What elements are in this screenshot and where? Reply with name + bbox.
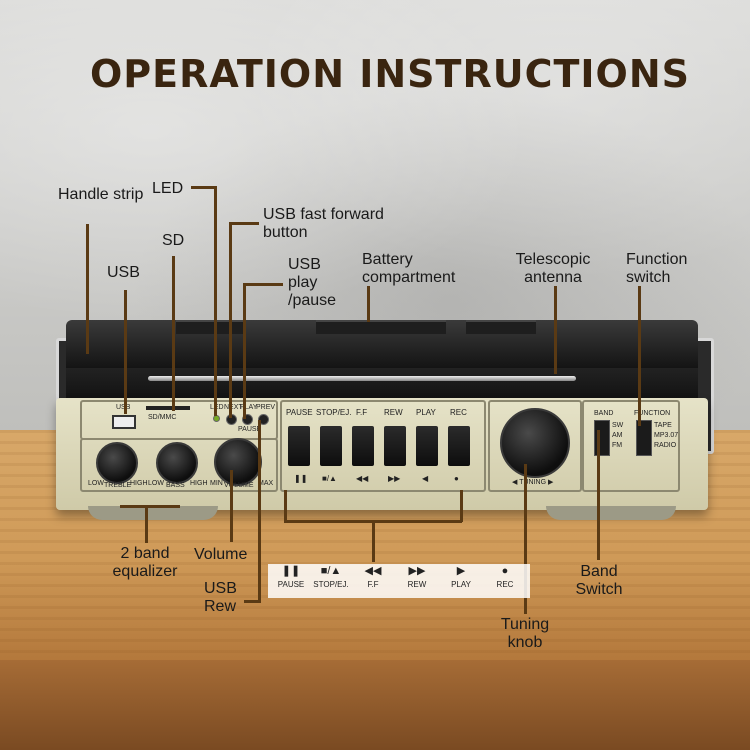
stop-eject-icon: ■/▲: [320, 565, 342, 577]
fast-forward-key[interactable]: [352, 426, 374, 466]
usb-play-pause-button[interactable]: [242, 414, 253, 425]
usb-prev-button[interactable]: [258, 414, 269, 425]
treble-knob[interactable]: [96, 442, 138, 484]
callout-line-battery: [367, 286, 370, 322]
legend-fast-forward: ◀◀ F.F: [348, 564, 398, 592]
radio-top: [66, 320, 698, 368]
record-icon: ●: [501, 565, 509, 577]
play-key[interactable]: [416, 426, 438, 466]
callout-line-equalizer: [120, 505, 180, 508]
tape-control-legend: ❚❚ PAUSE ■/▲ STOP/EJ. ◀◀ F.F ▶▶ REW ▶ PL…: [268, 564, 530, 598]
label-usb-play-pause: USB play /pause: [288, 256, 337, 309]
label-volume: Volume: [194, 546, 248, 563]
tuning-knob[interactable]: [500, 408, 570, 478]
label-usb-fast-forward: USB fast forward button: [263, 206, 384, 241]
callout-line-handle: [86, 224, 89, 354]
function-switch[interactable]: [636, 420, 652, 456]
volume-knob[interactable]: [214, 438, 262, 486]
label-function-switch: Function switch: [626, 251, 688, 286]
play-icon: ▶: [456, 565, 466, 577]
tape-key-panel: PAUSE STOP/EJ. F.F REW PLAY REC ❚❚ ■/▲ ◀…: [280, 400, 486, 492]
callout-line-usb: [124, 290, 127, 414]
label-sd: SD: [162, 232, 185, 249]
sd-slot-label: SD/MMC: [148, 414, 177, 421]
stop-eject-key[interactable]: [320, 426, 342, 466]
fast-forward-icon: ◀◀: [364, 565, 382, 577]
telescopic-antenna: [148, 376, 576, 381]
usb-port-label: USB: [116, 404, 130, 411]
radio-cassette-player: USB SD/MMC LED NEXT PLAY PREV PAUSE LOW …: [48, 320, 716, 520]
label-led: LED: [152, 180, 184, 197]
callout-line-usb-rew: [244, 600, 261, 603]
usb-port[interactable]: [112, 415, 136, 429]
label-usb: USB: [107, 264, 140, 281]
label-tuning-knob: Tuning knob: [500, 616, 550, 651]
radio-front-panel: USB SD/MMC LED NEXT PLAY PREV PAUSE LOW …: [56, 398, 708, 510]
pause-key[interactable]: [288, 426, 310, 466]
page-title: OPERATION INSTRUCTIONS: [90, 52, 690, 96]
rewind-key[interactable]: [384, 426, 406, 466]
label-battery-compartment: Battery compartment: [362, 251, 456, 286]
callout-line-volume: [230, 470, 233, 542]
legend-record: ● REC: [480, 564, 530, 592]
label-usb-rew: USB Rew: [204, 580, 237, 615]
led-indicator: [213, 415, 220, 422]
battery-compartment: [316, 320, 446, 334]
callout-line-tape-keys: [372, 520, 375, 562]
usb-sd-panel: USB SD/MMC LED NEXT PLAY PREV PAUSE: [80, 400, 278, 440]
knob-panel: LOW TREBLE HIGH LOW BASS HIGH MIN VOLUME…: [80, 438, 278, 492]
callout-line-antenna: [554, 286, 557, 374]
callout-line-led: [214, 186, 217, 416]
label-telescopic-antenna: Telescopic antenna: [515, 251, 591, 286]
tuning-panel: ◀ TUNING ▶: [488, 400, 582, 492]
label-2-band-equalizer: 2 band equalizer: [112, 545, 178, 580]
table-edge: [0, 660, 750, 750]
sd-slot[interactable]: [146, 406, 190, 410]
callout-line-usb-ff: [229, 222, 232, 418]
label-band-switch: Band Switch: [575, 563, 623, 598]
callout-line-function: [638, 286, 641, 426]
legend-pause: ❚❚ PAUSE: [266, 564, 316, 592]
callout-line-band: [597, 430, 600, 560]
bass-knob[interactable]: [156, 442, 198, 484]
callout-line-tuning: [524, 464, 527, 614]
callout-line-sd: [172, 256, 175, 411]
pause-icon: ❚❚: [281, 565, 301, 577]
legend-stop-eject: ■/▲ STOP/EJ.: [306, 564, 356, 592]
legend-rewind: ▶▶ REW: [392, 564, 442, 592]
record-key[interactable]: [448, 426, 470, 466]
callout-line-usb-play: [243, 283, 246, 419]
legend-play: ▶ PLAY: [436, 564, 486, 592]
label-handle-strip: Handle strip: [58, 186, 144, 203]
rewind-icon: ▶▶: [408, 565, 426, 577]
